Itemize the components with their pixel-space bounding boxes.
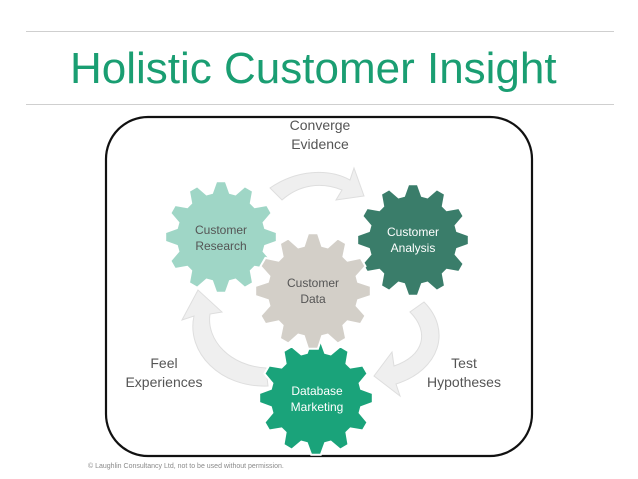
cycle-label-line: Converge [289, 117, 351, 133]
title-divider [26, 104, 614, 105]
gear-label-customer-data: Customer Data [268, 275, 358, 307]
gear-label-line: Data [300, 292, 326, 307]
cycle-label-test-hypotheses: Test Hypotheses [414, 354, 514, 392]
cycle-label-line: Hypotheses [427, 373, 501, 390]
cycle-label-line: Experiences [125, 373, 203, 390]
cycle-label-line: Test [451, 355, 477, 371]
arrow-left [180, 289, 269, 387]
gear-label-line: Customer [286, 276, 339, 290]
gear-label-line: Marketing [290, 400, 344, 415]
gear-label-customer-research: Customer Research [176, 222, 266, 254]
gear-database-marketing [258, 340, 374, 456]
diagram-frame [104, 115, 534, 458]
gear-label-line: Research [195, 239, 247, 254]
cycle-label-line: Evidence [291, 135, 349, 152]
cycle-label-line: Feel [150, 355, 178, 371]
page-title: Holistic Customer Insight [70, 44, 557, 93]
cycle-label-feel-experiences: Feel Experiences [114, 354, 214, 392]
gear-customer-data [254, 232, 372, 350]
gear-customer-research [164, 180, 278, 294]
top-divider [26, 31, 614, 32]
gear-customer-analysis [356, 183, 470, 297]
arrow-top [269, 166, 365, 201]
gear-label-database-marketing: Database Marketing [272, 383, 362, 415]
arrow-right [373, 301, 440, 398]
gear-label-line: Analysis [390, 241, 436, 256]
gear-label-line: Customer [386, 225, 439, 239]
gear-label-line: Database [291, 384, 343, 398]
copyright-notice: © Laughlin Consultancy Ltd, not to be us… [88, 463, 284, 470]
gear-label-customer-analysis: Customer Analysis [368, 224, 458, 256]
cycle-label-converge-evidence: Converge Evidence [270, 116, 370, 154]
gear-label-line: Customer [194, 223, 247, 237]
